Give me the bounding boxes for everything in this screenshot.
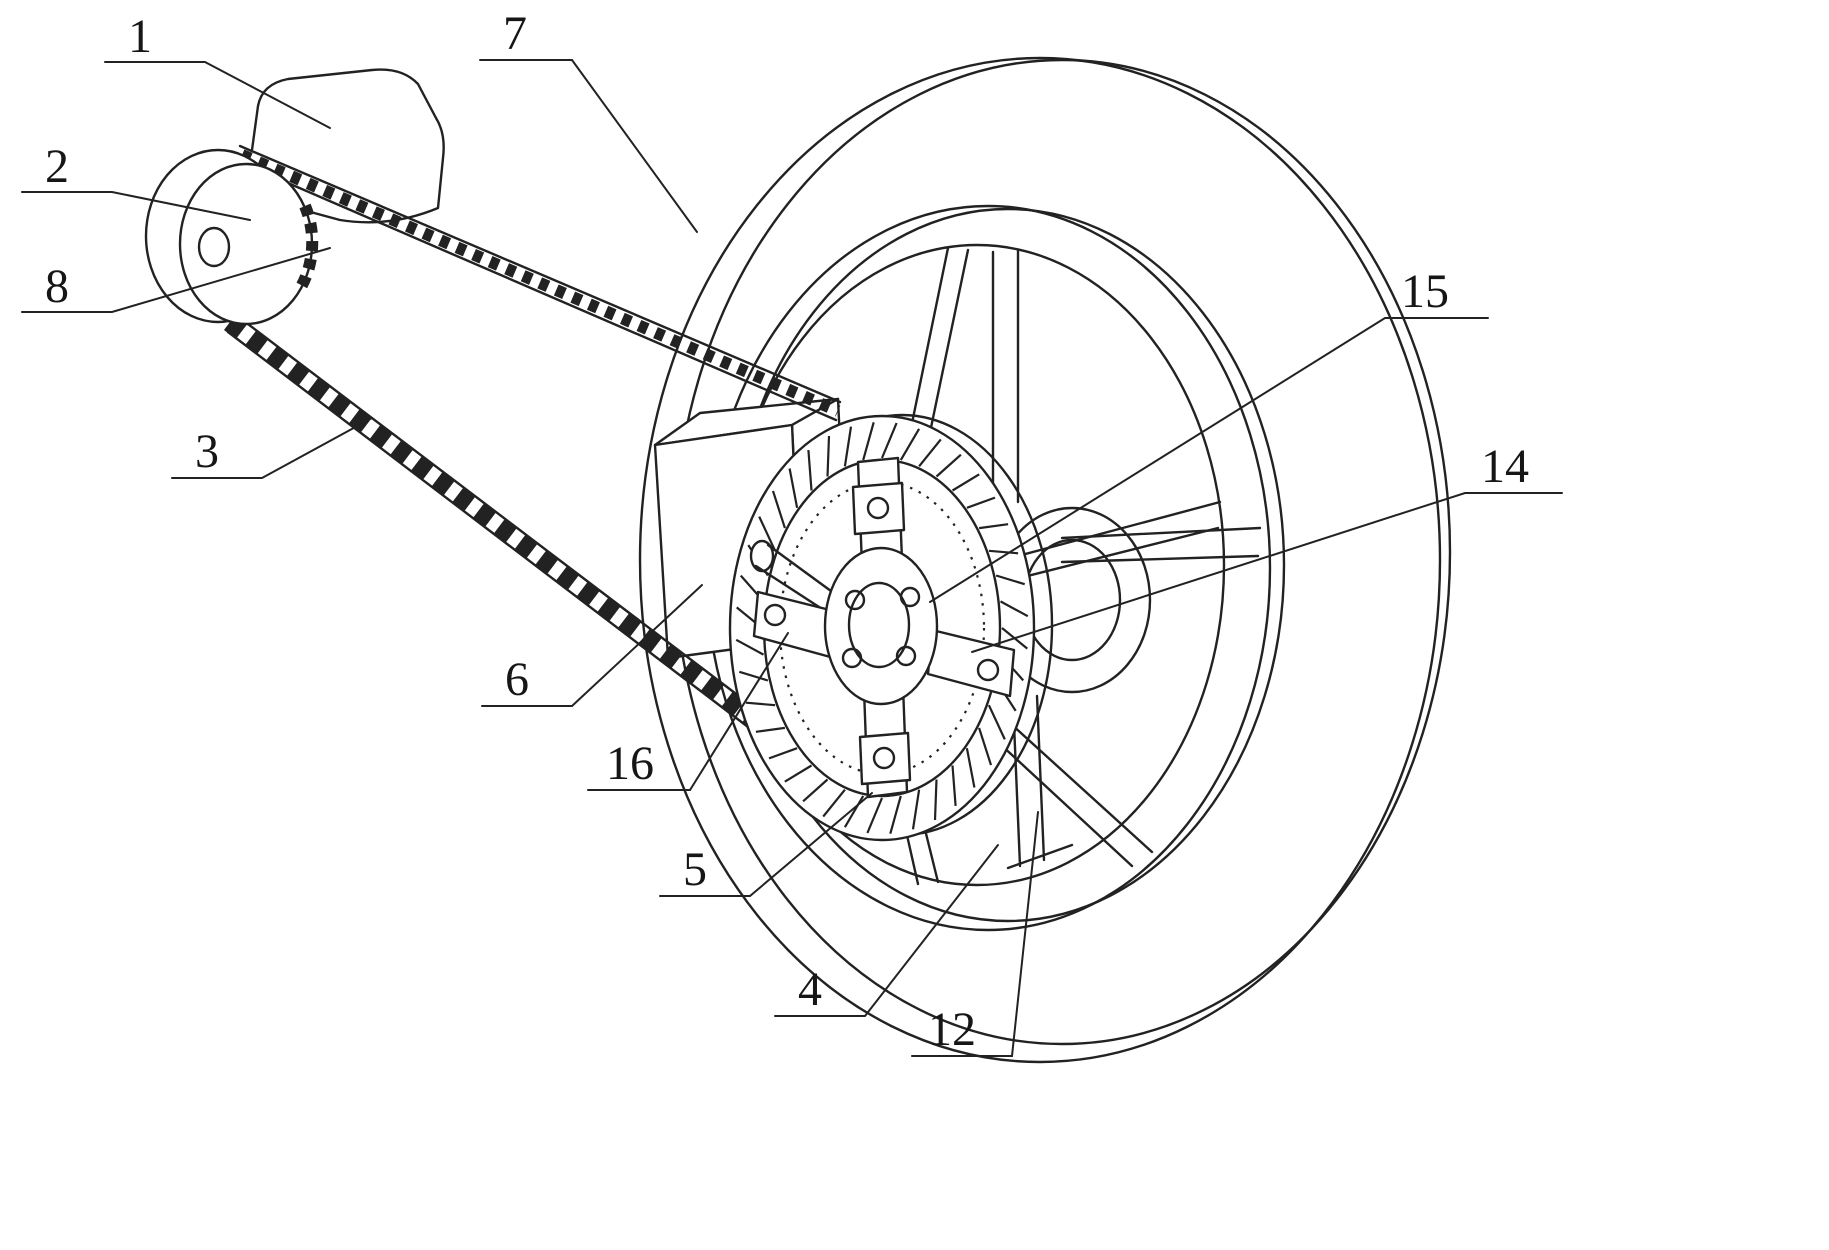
- callout-7: 7: [479, 7, 698, 233]
- callout-3-label: 3: [195, 425, 219, 478]
- belt-lower-teeth: [223, 314, 763, 729]
- callout-8-label: 8: [45, 260, 69, 313]
- bracket-bolt-left: [763, 603, 787, 627]
- callout-15-leader: [929, 317, 1489, 603]
- pulley-teeth: [292, 203, 319, 296]
- callout-4: 4: [774, 844, 999, 1017]
- callout-8-leader: [21, 247, 331, 313]
- axle-beam-top: [1060, 526, 1262, 540]
- callout-14-label: 14: [1481, 440, 1529, 493]
- disc-vent-slots: [735, 422, 1029, 834]
- belt-upper-edge-2: [242, 162, 838, 422]
- support-fork: [991, 248, 1262, 870]
- callout-4-label: 4: [798, 963, 822, 1016]
- callout-6: 6: [481, 584, 703, 707]
- callout-6-leader: [481, 584, 703, 707]
- callout-14: 14: [971, 440, 1563, 653]
- callout-5: 5: [659, 792, 873, 897]
- axle-beam-bottom: [1060, 554, 1260, 564]
- callout-16-leader: [587, 632, 789, 791]
- belt-upper-edge-1: [238, 144, 842, 404]
- drive-belt: [223, 144, 842, 732]
- callout-1: 1: [104, 10, 331, 129]
- hub-bolt-1: [844, 589, 866, 611]
- callout-2: 2: [21, 140, 251, 221]
- callout-1-label: 1: [128, 10, 152, 63]
- callout-12: 12: [911, 811, 1039, 1057]
- callout-15-label: 15: [1401, 265, 1449, 318]
- callout-3: 3: [171, 417, 373, 479]
- callout-7-leader: [479, 59, 698, 233]
- bracket-arm-up-plate: [851, 481, 906, 536]
- callout-7-label: 7: [503, 7, 527, 60]
- callout-8: 8: [21, 247, 331, 313]
- callout-2-label: 2: [45, 140, 69, 193]
- belt-upper-teeth: [239, 149, 841, 417]
- callout-15: 15: [929, 265, 1489, 603]
- bracket-bolt-down: [872, 746, 896, 770]
- pulley-shaft-hole: [197, 226, 231, 268]
- hub-bolt-3: [895, 645, 917, 667]
- hub-bolt-4: [841, 647, 863, 669]
- belt-lower-edge-2: [226, 330, 754, 732]
- disc-perforation-ring: [778, 480, 986, 776]
- callout-12-leader: [911, 811, 1039, 1057]
- callout-4-leader: [774, 844, 999, 1017]
- wheel-hub-inner: [1022, 538, 1122, 662]
- callout-1-leader: [104, 61, 331, 129]
- belt-lower-edge-1: [230, 310, 762, 714]
- bracket-bolt-right: [976, 658, 1000, 682]
- callout-14-leader: [971, 492, 1563, 653]
- callout-12-label: 12: [928, 1003, 976, 1056]
- hub-bracket: [752, 456, 1016, 799]
- tire-outer-ellipse: [638, 56, 1442, 1064]
- hub-bolt-2: [899, 586, 921, 608]
- motor-pulley: [144, 148, 319, 326]
- hub-plate: [823, 546, 939, 706]
- callout-16-label: 16: [606, 737, 654, 790]
- bracket-arm-down-plate: [858, 731, 912, 786]
- hub-center-hole: [847, 581, 911, 669]
- callout-3-leader: [171, 417, 373, 479]
- callout-5-leader: [659, 792, 873, 897]
- callout-6-label: 6: [505, 653, 529, 706]
- callout-5-label: 5: [683, 843, 707, 896]
- callout-2-leader: [21, 191, 251, 221]
- callouts: 1 7 2 8 3 6 16 5: [21, 7, 1563, 1057]
- bracket-bolt-up: [866, 496, 890, 520]
- callout-16: 16: [587, 632, 789, 791]
